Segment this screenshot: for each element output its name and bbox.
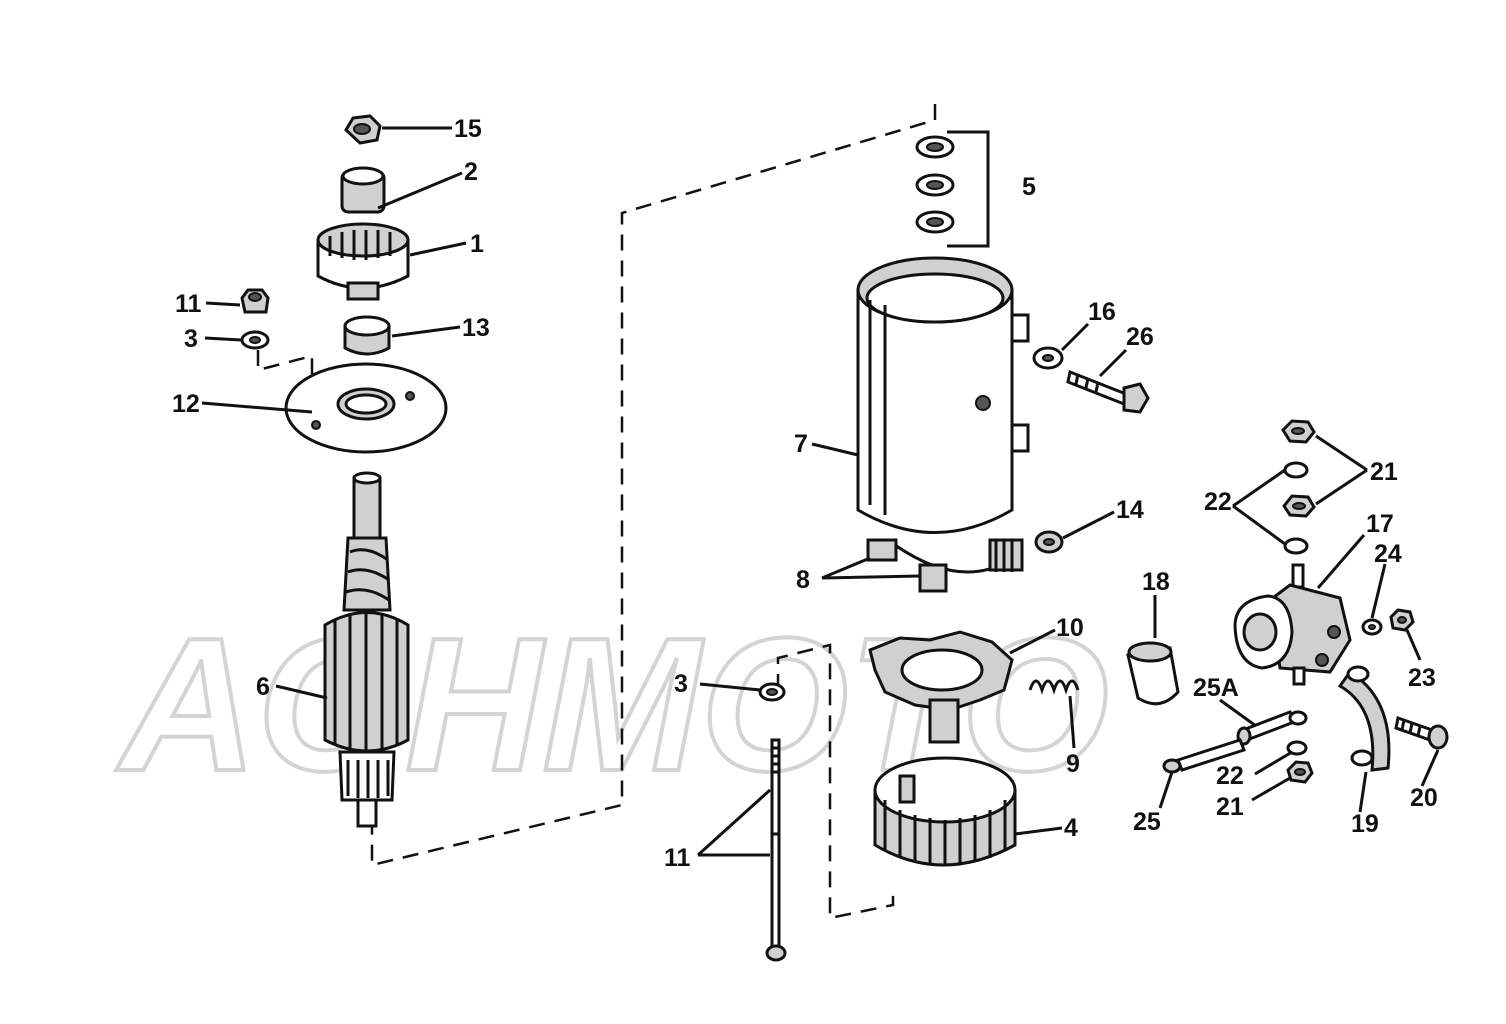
part-24-washer <box>1361 618 1383 636</box>
part-7-housing <box>856 256 1030 534</box>
part-2-pinion <box>340 166 386 214</box>
part-3-washer-mid <box>758 682 786 702</box>
part-6-armature <box>323 471 410 828</box>
part-13-bushing <box>343 315 391 356</box>
part-26-bolt <box>1066 369 1150 414</box>
part-3-washer-left <box>240 330 270 350</box>
callout-6: 6 <box>256 673 270 701</box>
part-25A-terminal <box>1236 710 1308 746</box>
callout-22-top: 22 <box>1204 488 1232 516</box>
part-11-nut-left <box>240 288 270 314</box>
part-19-bracket <box>1337 665 1391 772</box>
part-4-end-cap <box>873 756 1017 867</box>
part-18-ring <box>1126 641 1180 706</box>
part-22-lockwasher-bottom <box>1286 740 1308 756</box>
dash-line-through-bolts <box>776 643 895 920</box>
callout-10: 10 <box>1056 614 1084 642</box>
callout-18: 18 <box>1142 568 1170 596</box>
callout-16: 16 <box>1088 298 1116 326</box>
part-21-nuts-top <box>1281 419 1316 518</box>
callout-26: 26 <box>1126 323 1154 351</box>
callout-8: 8 <box>796 566 810 594</box>
callout-25: 25 <box>1133 808 1161 836</box>
part-10-brush-plate <box>868 630 1014 744</box>
part-11-through-bolts <box>765 738 787 962</box>
callout-12: 12 <box>172 390 200 418</box>
callout-1: 1 <box>470 230 484 258</box>
callout-2: 2 <box>464 158 478 186</box>
part-15-nut <box>344 114 382 145</box>
callout-9: 9 <box>1066 750 1080 778</box>
callout-20: 20 <box>1410 784 1438 812</box>
callout-3-top: 3 <box>184 325 198 353</box>
part-21-nut-bottom <box>1286 760 1314 784</box>
part-23-nut <box>1389 608 1415 632</box>
callout-13: 13 <box>462 314 490 342</box>
part-5-washers <box>915 130 990 248</box>
dash-line-main <box>370 104 937 867</box>
callout-11-top: 11 <box>175 290 202 318</box>
callout-19: 19 <box>1351 810 1379 838</box>
callout-5: 5 <box>1022 173 1036 201</box>
callout-3-mid: 3 <box>674 670 688 698</box>
callout-labels: 15 2 1 11 3 13 12 6 5 16 26 7 14 8 10 9 … <box>172 115 1438 872</box>
callout-21-bottom: 21 <box>1216 793 1244 821</box>
part-17-solenoid <box>1233 563 1352 686</box>
callout-15: 15 <box>454 115 482 143</box>
part-8-brushes <box>866 538 1024 593</box>
callout-22-bottom: 22 <box>1216 762 1244 790</box>
part-16-washer <box>1032 346 1064 370</box>
callout-14: 14 <box>1116 496 1144 524</box>
callout-25A: 25A <box>1193 674 1239 702</box>
callout-23: 23 <box>1408 664 1436 692</box>
part-14-nut <box>1034 530 1064 554</box>
callout-24: 24 <box>1374 540 1402 568</box>
part-22-lockwashers-top <box>1283 461 1309 555</box>
part-1-drive <box>316 222 410 301</box>
callout-4: 4 <box>1064 814 1078 842</box>
part-25-terminal <box>1162 738 1246 774</box>
part-20-screw <box>1394 716 1449 750</box>
callout-21-top: 21 <box>1370 458 1398 486</box>
part-9-spring <box>1028 679 1080 695</box>
leader-lines <box>201 126 1440 857</box>
callout-11-mid: 11 <box>664 844 691 872</box>
part-12-end-plate <box>284 362 448 454</box>
callout-7: 7 <box>794 430 808 458</box>
callout-17: 17 <box>1366 510 1394 538</box>
